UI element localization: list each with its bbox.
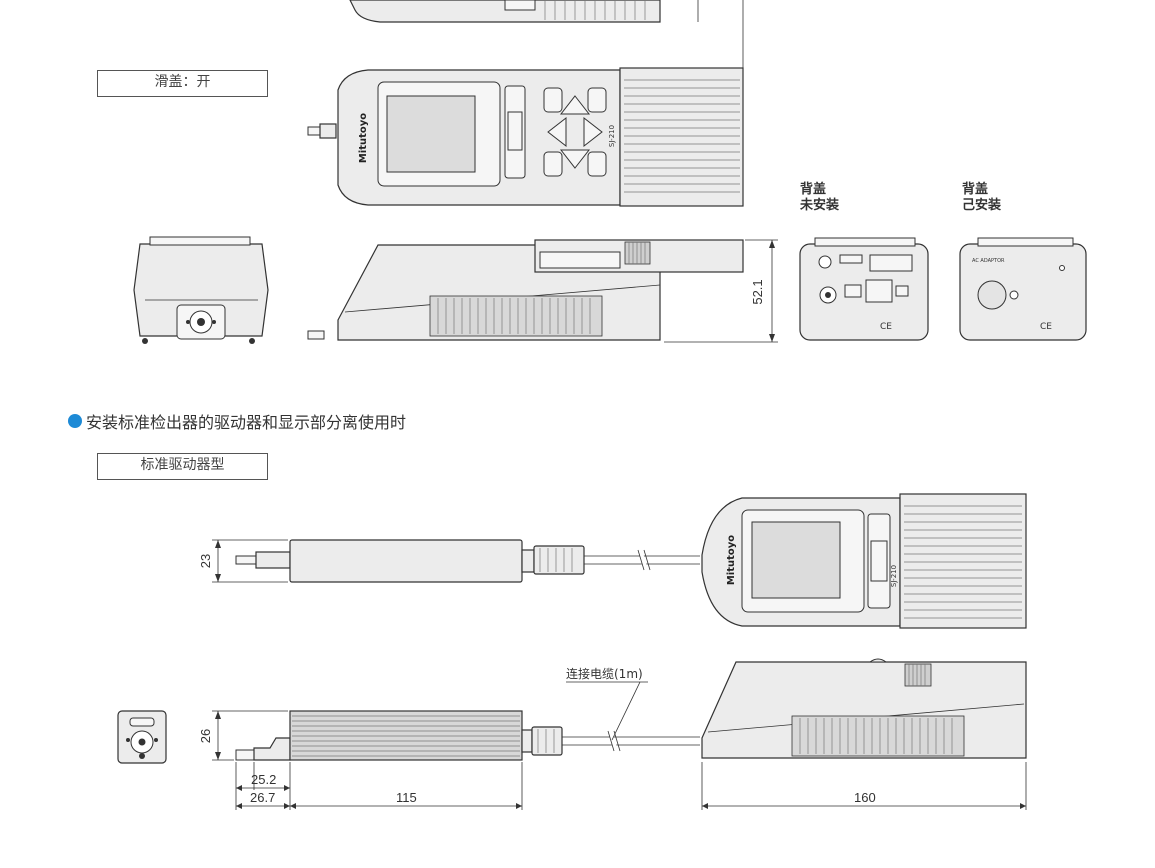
back-cover-not-installed-caption: 背盖 未安装 — [800, 182, 839, 214]
keypad-button — [587, 151, 607, 177]
keypad-button — [587, 87, 607, 113]
dim-offset-a: 25.2 — [251, 772, 276, 787]
dim-offset-b: 26.7 — [250, 790, 275, 805]
bullet-dot-icon — [68, 414, 82, 428]
rear-view-with-cover: AC ADAPTOR CE — [959, 237, 1087, 341]
caption-line: 己安装 — [962, 198, 1002, 213]
rear-view-no-cover: CE — [799, 237, 929, 341]
device-top-view-slide-open: Mitutoyo SJ-210 — [307, 67, 744, 207]
ce-mark-2: CE — [1040, 322, 1052, 332]
brand-label: Mitutoyo — [358, 113, 369, 163]
caption-line: 背盖 — [962, 182, 989, 197]
keypad-button — [543, 151, 563, 177]
caption-line: 未安装 — [800, 198, 840, 213]
back-cover-installed-caption: 背盖 己安装 — [962, 182, 1001, 214]
dim-detector-width: 23 — [198, 554, 213, 568]
slide-open-label: 滑盖：开 — [97, 70, 268, 97]
dim-detector-length: 115 — [396, 790, 417, 805]
arrow-up-icon — [559, 95, 591, 115]
cable-callout: 连接电缆(1m) — [566, 666, 643, 681]
dim-display-length: 160 — [854, 790, 876, 805]
model-label: SJ-210 — [608, 125, 616, 147]
detector-top-view: 23 — [198, 539, 700, 583]
keypad-button — [543, 87, 563, 113]
device-side-view: 52.1 — [307, 239, 778, 343]
port-label: AC ADAPTOR — [972, 258, 1005, 264]
arrow-down-icon — [559, 149, 591, 169]
bottom-dimensions: 25.2 26.7 115 160 — [235, 762, 1027, 810]
display-top-view: Mitutoyo SJ-210 — [701, 493, 1027, 629]
model-label-2: SJ-210 — [890, 565, 898, 587]
ce-mark: CE — [880, 322, 892, 332]
detector-side-view: 26 — [198, 710, 700, 761]
brand-label-2: Mitutoyo — [726, 535, 737, 585]
dim-height-side: 52.1 — [750, 279, 765, 304]
section-heading: 安装标准检出器的驱动器和显示部分离使用时 — [68, 409, 406, 433]
standard-drive-type-label: 标准驱动器型 — [97, 453, 268, 480]
arrow-right-icon — [583, 116, 603, 148]
top-device-partial — [349, 0, 744, 68]
cable-leader — [611, 681, 641, 741]
detector-end-view — [117, 710, 167, 764]
dim-detector-height: 26 — [198, 729, 213, 743]
display-side-view — [701, 658, 1027, 759]
arrow-left-icon — [547, 116, 567, 148]
section-heading-text: 安装标准检出器的驱动器和显示部分离使用时 — [86, 413, 407, 432]
device-front-view — [133, 236, 269, 344]
caption-line: 背盖 — [800, 182, 827, 197]
